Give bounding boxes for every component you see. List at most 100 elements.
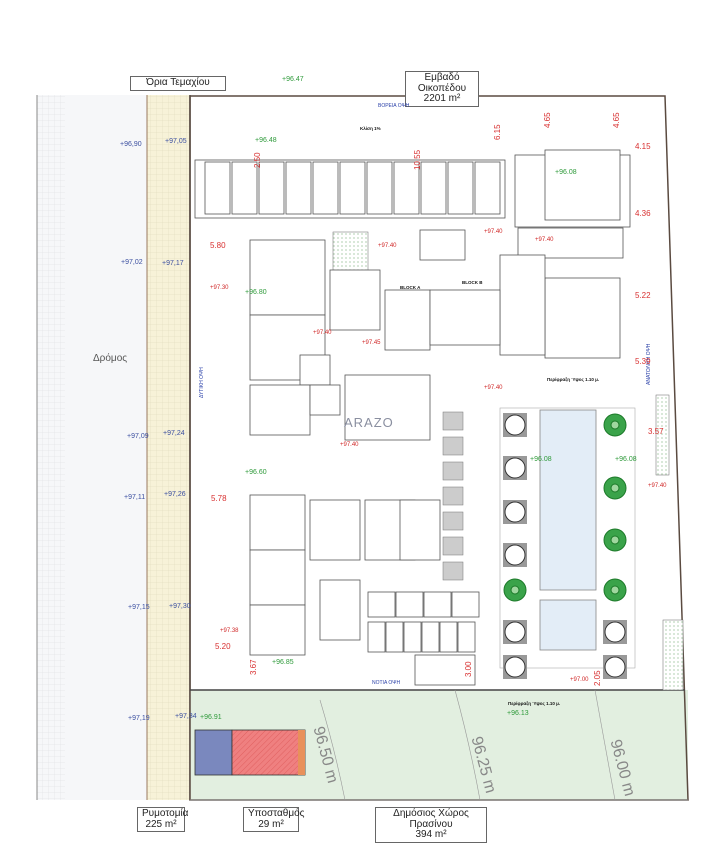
wc-room (451, 591, 480, 618)
site-features (442, 411, 627, 679)
green-space-title: Δημόσιος Χώρος Πρασίνου (393, 808, 469, 830)
parking-bay (258, 161, 285, 215)
tree-icon (610, 483, 620, 493)
elevation-label: +97,02 (121, 259, 143, 266)
dimension-label: 5.20 (215, 642, 231, 651)
umbrella-icon (504, 414, 526, 436)
elevation-label: +97,30 (169, 603, 191, 610)
elevation-label: +96.91 (200, 714, 222, 721)
changing-room (421, 621, 440, 653)
dimension-label: 2.05 (593, 670, 602, 686)
road-reserve-title: Ρυμοτομία (142, 808, 189, 819)
umbrella-icon (504, 501, 526, 523)
elevation-label: +96.60 (245, 469, 267, 476)
substation-label: Υποσταθμός 29 m² (243, 807, 304, 832)
umbrella-icon (604, 621, 626, 643)
dimension-label: 3.57 (648, 427, 664, 436)
parking-bay (366, 161, 393, 215)
floor-level-label: +97.40 (378, 243, 397, 249)
apartment-unit (329, 269, 381, 331)
dimension-label: 4.65 (612, 112, 621, 128)
dimension-label: 10.55 (413, 149, 422, 170)
elevation-label: +97,24 (163, 430, 185, 437)
storage-rooms (517, 227, 624, 259)
elevation-label: +97,26 (164, 491, 186, 498)
floor-level-label: +97.00 (570, 677, 589, 683)
dimension-label: 5.80 (210, 241, 226, 250)
dimension-label: 6.15 (493, 124, 502, 140)
apartment-unit (399, 499, 441, 561)
west-view-label: ΔΥΤΙΚΗ ΟΨΗ (199, 367, 205, 398)
floor-level-label: +97.40 (648, 483, 667, 489)
apartment-block-a (384, 289, 431, 351)
elevation-label: +97,17 (162, 260, 184, 267)
elevation-label: +96.08 (530, 456, 552, 463)
changing-room (385, 621, 404, 653)
pool-kids (539, 599, 597, 651)
parking-row (194, 159, 506, 219)
lift (419, 229, 466, 261)
dimension-label: 2.50 (253, 152, 262, 168)
fence-note: Περίφραξη Ύψος 1.10 μ. (547, 377, 600, 382)
parking-bay (420, 161, 447, 215)
substation-blue (194, 729, 233, 776)
floor-level-label: +97.40 (535, 237, 554, 243)
dimension-label: 5.39 (635, 357, 651, 366)
elevation-label: +96.47 (282, 76, 304, 83)
apartment-unit (249, 494, 306, 551)
wc-room (395, 591, 424, 618)
dimension-label: 3.00 (464, 661, 473, 677)
dimension-label: 5.78 (211, 494, 227, 503)
lift (309, 384, 341, 416)
floor-level-label: +97.40 (313, 330, 332, 336)
plot-area-value: 2201 m² (423, 93, 461, 104)
parking-bay (312, 161, 339, 215)
apartment-block (544, 277, 621, 359)
elevation-label: +97,15 (128, 604, 150, 611)
block-b-label: BLOCK B (462, 280, 483, 285)
road-reserve-area (147, 95, 190, 800)
block-a-label: BLOCK A (400, 285, 421, 290)
watermark: ARAZO (344, 415, 394, 430)
floor-level-label: +97.45 (362, 340, 381, 346)
parking-bay (204, 161, 231, 215)
buildings (194, 149, 631, 686)
tree-icon (610, 420, 620, 430)
sun-lounger (442, 486, 464, 506)
elevation-label: +96.80 (245, 289, 267, 296)
sun-lounger (442, 511, 464, 531)
north-view-label: ΒΟΡΕΙΑ ΟΨΗ (378, 103, 410, 109)
sun-lounger (442, 436, 464, 456)
elevation-label: +96.85 (272, 659, 294, 666)
changing-room (367, 621, 386, 653)
tree-icon (610, 585, 620, 595)
slope-note: Κλίση 1% (360, 126, 381, 131)
wc-room (423, 591, 452, 618)
apartment-unit (249, 239, 326, 316)
green-space-label: Δημόσιος Χώρος Πρασίνου 394 m² (375, 807, 487, 843)
elevation-label: +96.08 (555, 169, 577, 176)
substation-value: 29 m² (258, 818, 284, 830)
floor-level-label: +97.40 (484, 229, 503, 235)
parking-bay (393, 161, 420, 215)
apartment-unit (249, 549, 306, 606)
umbrella-icon (504, 656, 526, 678)
elevation-label: +96.13 (507, 710, 529, 717)
apartment-unit (249, 604, 306, 656)
dimension-label: 4.36 (635, 209, 651, 218)
dimension-label: 4.65 (543, 112, 552, 128)
changing-room (457, 621, 476, 653)
pool (539, 409, 597, 591)
tree-icon (610, 535, 620, 545)
sun-lounger (442, 411, 464, 431)
parking-bay (474, 161, 501, 215)
fence-note: Περίφραξη Ύψος 1.10 μ. (508, 701, 561, 706)
floor-level-label: +97.30 (210, 285, 229, 291)
changing-room (439, 621, 458, 653)
plot-area-label: Εμβαδό Οικοπέδου 2201 m² (405, 71, 479, 107)
elevation-label: +96.48 (255, 137, 277, 144)
road-sidewalk-grid (37, 95, 65, 800)
tree-icon (510, 585, 520, 595)
parking-bay (447, 161, 474, 215)
